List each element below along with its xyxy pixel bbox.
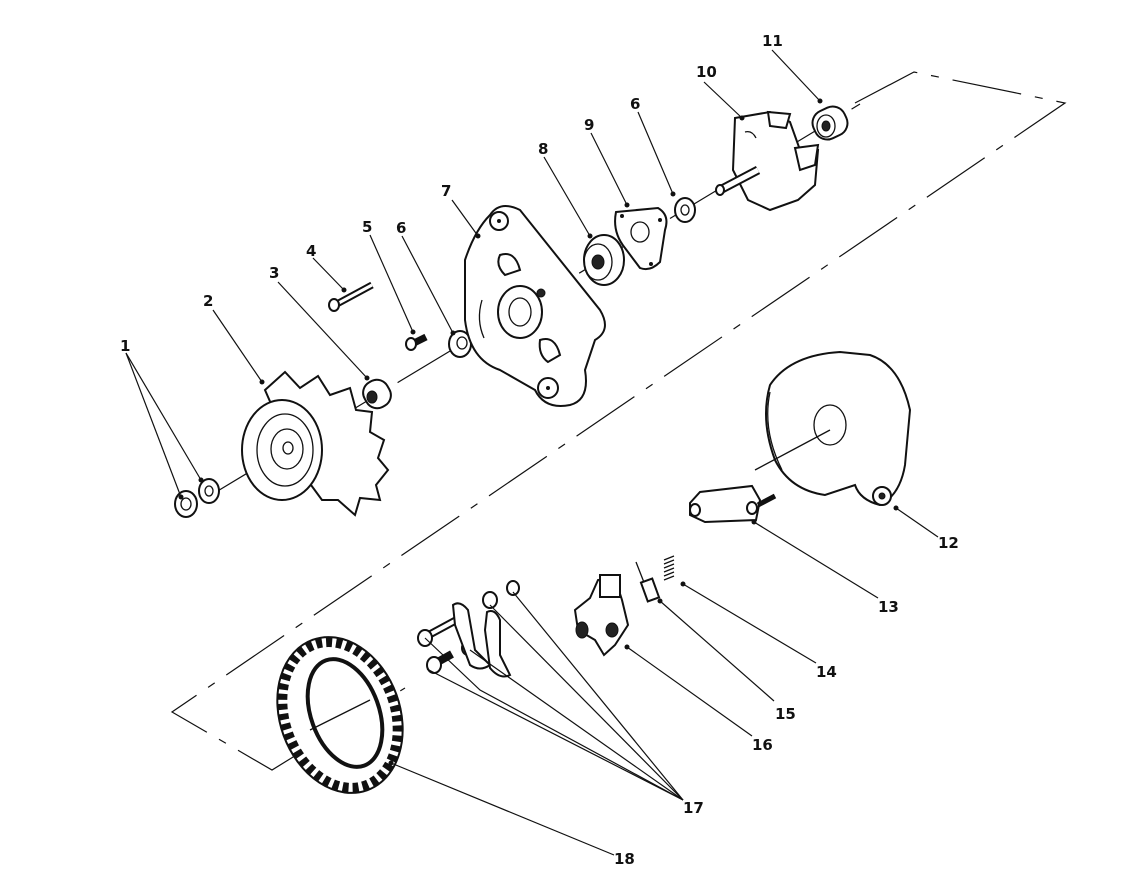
part-13-regulator: [689, 484, 777, 524]
callout-15: 15: [775, 705, 796, 723]
callout-9: 9: [584, 116, 594, 134]
callout-7: 7: [441, 182, 451, 200]
callout-12: 12: [938, 534, 959, 552]
callout-6-right: 6: [630, 95, 640, 113]
callout-14: 14: [816, 663, 837, 681]
callout-2: 2: [203, 292, 213, 310]
part-6-washer-right: [674, 197, 696, 223]
part-2-pulley-fan: [241, 370, 390, 517]
part-17-rectifier-hardware: [417, 580, 520, 678]
part-14-spring: [663, 555, 675, 581]
callout-4: 4: [306, 242, 316, 260]
callout-18: 18: [614, 850, 635, 868]
part-5-short-screw: [405, 333, 428, 351]
callout-11: 11: [762, 32, 783, 50]
callout-5: 5: [362, 218, 372, 236]
part-11-rear-bearing: [811, 105, 849, 141]
part-8-bearing: [583, 234, 625, 286]
part-9-retainer-plate: [614, 206, 668, 271]
part-3-spacer: [362, 378, 392, 410]
callout-13: 13: [878, 598, 899, 616]
part-10-rotor: [715, 110, 820, 212]
callout-17: 17: [683, 799, 704, 817]
part-16-brush-holder: [573, 574, 630, 657]
part-4-long-screw: [328, 281, 374, 312]
callout-1: 1: [120, 337, 130, 355]
callout-3: 3: [269, 264, 279, 282]
callout-10: 10: [696, 63, 717, 81]
callout-labels: 1 2 3 4 5 6 7 8 9 6 10 11 12 13 14 15 16…: [120, 32, 959, 868]
callout-6-left: 6: [396, 219, 406, 237]
part-12-slip-ring-end-frame: [754, 350, 912, 507]
part-18-stator: [276, 636, 404, 794]
leader-lines: [125, 49, 939, 856]
part-7-drive-end-frame: [464, 205, 606, 407]
callout-8: 8: [538, 140, 548, 158]
part-15-brush: [635, 561, 661, 603]
callout-16: 16: [752, 736, 773, 754]
